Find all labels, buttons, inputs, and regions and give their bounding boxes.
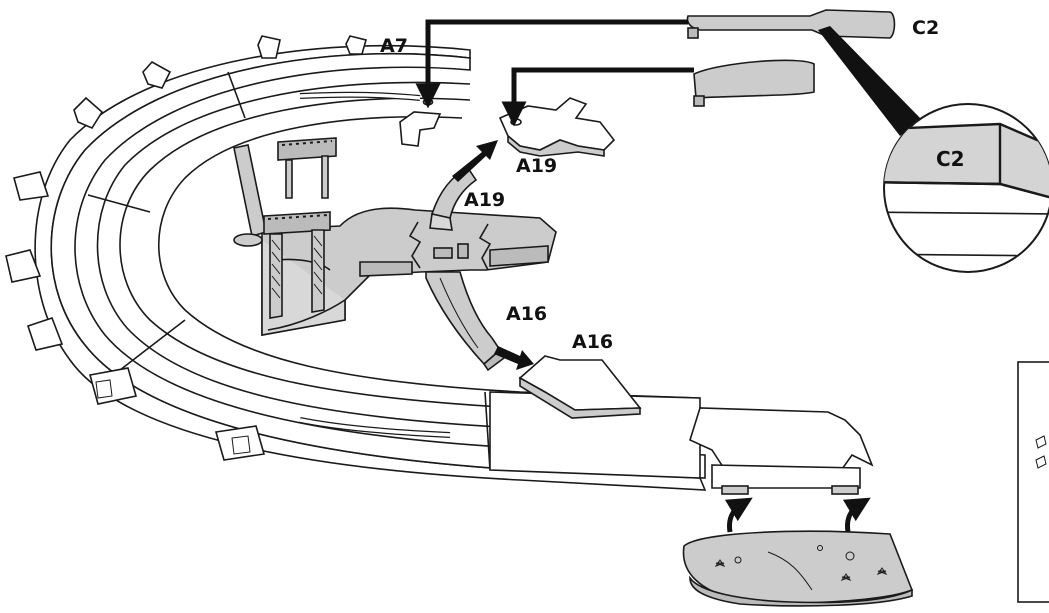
base-plate-body [682, 530, 914, 604]
gantry-lattice [271, 235, 323, 299]
track-inner-edge [119, 97, 701, 415]
base-plate [682, 530, 914, 607]
a19-top-side [507, 134, 605, 157]
base-plate-marks [714, 545, 888, 591]
track-side-clips [5, 35, 367, 461]
side-panel [1017, 361, 1049, 603]
label-a19-mid: A19 [464, 189, 505, 211]
a16-curved-piece [425, 271, 506, 372]
jigsaw-seam [478, 223, 492, 271]
c2-peg [687, 27, 699, 39]
side-panel-icons [1035, 435, 1047, 469]
side-clip-labeled [214, 425, 266, 461]
jigsaw-seam [408, 221, 422, 269]
track-lane-line [96, 81, 701, 435]
clip-mark [95, 379, 113, 399]
clip-mark [231, 435, 251, 455]
track-joint [484, 391, 491, 471]
a16-curve-surface [425, 271, 502, 366]
a16-ramp-side [519, 376, 641, 419]
side-clip [345, 35, 367, 55]
base-slot-left [721, 485, 749, 495]
station-block [457, 243, 469, 259]
bracket-body [399, 111, 442, 147]
c2-zoom-callout [818, 26, 1049, 273]
track-slot-inner [299, 418, 451, 437]
side-clip [142, 60, 172, 89]
connector-lines [415, 19, 694, 127]
track-inner-rail [158, 116, 701, 399]
track-joint [87, 194, 151, 213]
gantry-post [321, 155, 329, 199]
arrow-base-left [724, 497, 753, 533]
a16-target-piece [518, 355, 642, 419]
side-clip [13, 171, 50, 201]
track-joint [119, 319, 186, 371]
a19-top-piece [498, 97, 616, 157]
arrow-a19-to-top [452, 140, 498, 182]
side-panel-frame [1017, 361, 1049, 603]
straight-segment-2 [689, 407, 874, 473]
track-stub [489, 245, 549, 267]
side-clip [73, 96, 104, 130]
label-c2-zoom: C2 [936, 147, 965, 171]
connector-c2-to-a7 [415, 19, 688, 109]
track-base [711, 464, 861, 489]
zoom-pointer [818, 26, 922, 136]
base-plate-edge [689, 575, 913, 607]
a19-peg-hole [510, 118, 522, 126]
straight-track [489, 391, 874, 495]
label-a16-target: A16 [572, 331, 613, 353]
a7-peg-hole [422, 98, 434, 106]
side-clip [257, 35, 281, 59]
gantry-top-beam [277, 137, 337, 161]
tower-column [233, 144, 267, 238]
gantry-rivets [267, 140, 333, 220]
side-clip-labeled [88, 367, 138, 405]
station-block [433, 247, 453, 259]
central-station [233, 137, 557, 336]
curved-track [34, 44, 707, 491]
c2-cover-top [686, 9, 896, 107]
a19-curved-piece [429, 166, 478, 231]
track-slot-inner [299, 92, 421, 100]
connector-c2-to-a19 [501, 67, 694, 127]
track-stub [359, 261, 413, 277]
a16-curve-lane [439, 277, 479, 349]
zoom-track-edge [884, 211, 1049, 215]
a19-curve-end [429, 213, 453, 231]
c2-peg [693, 95, 705, 107]
gantry-leg [311, 229, 325, 313]
gantry-leg [269, 233, 283, 319]
side-clip [26, 316, 64, 351]
tower-foot [233, 233, 263, 247]
label-a19-top: A19 [516, 155, 557, 177]
side-clip [5, 249, 42, 283]
track-bracket [399, 98, 442, 147]
label-a7: A7 [380, 35, 408, 57]
a19-curve-surface [430, 166, 478, 219]
c2-cover-lower [693, 59, 815, 99]
c2-cover-upper [686, 9, 896, 39]
gantry-mid-beam [263, 211, 331, 235]
label-c2: C2 [912, 17, 939, 39]
label-a16-ramp: A16 [506, 303, 547, 325]
assembly-arrows [452, 140, 534, 370]
station-curve [267, 299, 346, 331]
base-plate-arrows [724, 497, 871, 533]
track-joint [227, 71, 246, 119]
arrow-a16-to-target [494, 346, 534, 370]
arrow-base-right [842, 497, 871, 533]
base-slot-right [831, 485, 859, 495]
zoom-c2-bottom [884, 180, 1049, 202]
gantry-post [285, 159, 293, 199]
